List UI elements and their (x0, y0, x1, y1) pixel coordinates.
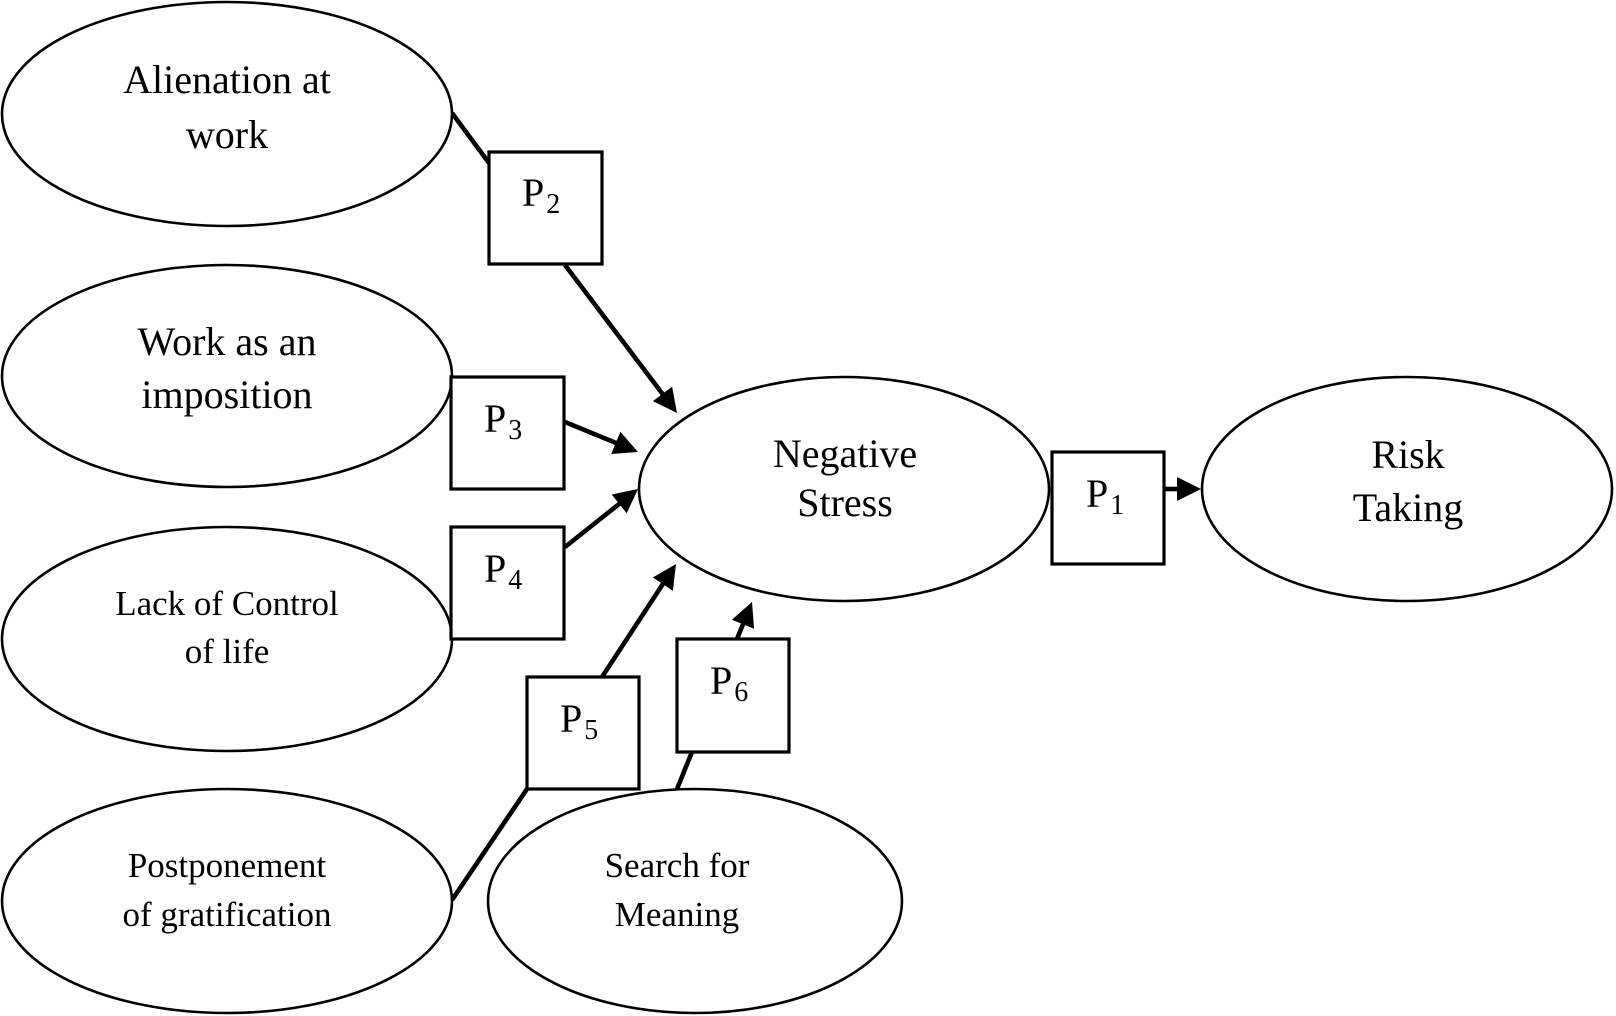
path-box-p3: P3 (449, 375, 566, 491)
path-box-p5: P5 (525, 675, 641, 791)
connector-line-p2 (450, 111, 491, 165)
node-imposition: Work as an imposition (0, 263, 454, 489)
path-box-rect (449, 525, 566, 641)
path-label-main: P (522, 170, 544, 215)
arrow-shaft (734, 621, 746, 640)
node-label-line: Postponement (128, 846, 327, 885)
path-box-rect (525, 675, 641, 791)
node-ellipse (0, 0, 454, 228)
node-label-line: of gratification (123, 895, 332, 934)
path-box-rect (487, 150, 604, 266)
path-label-subscript: 4 (508, 565, 522, 596)
arrow-p3 (564, 419, 638, 454)
node-label-line: imposition (141, 372, 312, 417)
arrowhead-icon (731, 602, 755, 629)
arrow-shaft (563, 263, 666, 397)
node-label-line: of life (185, 632, 270, 671)
node-label-line: Taking (1353, 485, 1464, 530)
arrow-shaft (564, 419, 619, 446)
node-lack-of-control: Lack of Control of life (0, 525, 454, 753)
path-box-rect (675, 637, 791, 754)
path-label-subscript: 6 (734, 677, 748, 708)
path-box-p6: P6 (675, 637, 791, 754)
path-label-subscript: 3 (508, 415, 522, 446)
node-postponement: Postponement of gratification (0, 787, 454, 1015)
node-label-line: Meaning (615, 895, 739, 934)
path-label-main: P (560, 696, 582, 741)
path-label-subscript: 5 (584, 715, 598, 746)
path-label-subscript: 2 (546, 189, 560, 220)
path-label: P4 (484, 546, 522, 596)
path-box-rect (1050, 450, 1166, 566)
node-ellipse (486, 787, 904, 1015)
path-label-main: P (484, 546, 506, 591)
node-ellipse (1200, 375, 1614, 603)
arrow-shaft (600, 581, 666, 679)
arrow-shaft (563, 500, 623, 549)
arrow-p6 (731, 602, 755, 640)
connector-line-p6 (674, 751, 695, 790)
node-label-line: work (186, 112, 268, 157)
path-label-main: P (1086, 471, 1108, 516)
node-label-line: Search for (605, 846, 750, 885)
arrowhead-icon (611, 489, 638, 514)
path-label-subscript: 1 (1110, 490, 1124, 521)
path-label-main: P (484, 396, 506, 441)
path-label-main: P (710, 658, 732, 703)
node-label-line: Alienation at (123, 57, 331, 102)
node-ellipse (0, 787, 454, 1015)
node-alienation: Alienation at work (0, 0, 454, 228)
node-label-line: Negative (773, 431, 917, 476)
node-label-line: Lack of Control (115, 584, 339, 623)
path-label: P6 (710, 658, 748, 708)
path-box-p1: P1 (1050, 450, 1166, 566)
arrow-p2 (563, 263, 677, 413)
arrowhead-icon (1177, 477, 1201, 501)
arrowhead-icon (611, 431, 638, 454)
arrow-p4 (563, 489, 638, 549)
path-box-p4: P4 (449, 525, 566, 641)
path-box-rect (449, 375, 566, 491)
arrow-p5 (600, 564, 676, 679)
path-label: P3 (484, 396, 522, 446)
arrowhead-icon (652, 564, 676, 591)
connector-line-p5 (450, 787, 529, 902)
arrow-p1 (1164, 477, 1201, 501)
arrowhead-icon (652, 386, 677, 413)
path-label: P2 (522, 170, 560, 220)
node-label-line: Risk (1371, 432, 1444, 477)
path-label: P5 (560, 696, 598, 746)
path-box-p2: P2 (487, 150, 604, 266)
path-label: P1 (1086, 471, 1124, 521)
node-ellipse (637, 375, 1051, 603)
connectors (450, 111, 1201, 902)
node-label-line: Stress (797, 480, 893, 525)
node-label-line: Work as an (138, 319, 317, 364)
